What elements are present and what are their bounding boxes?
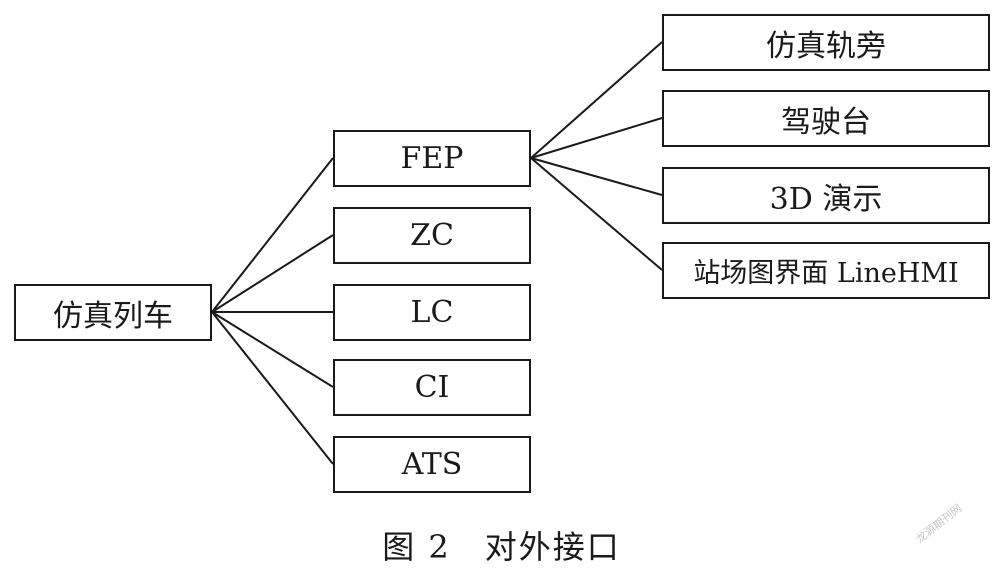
node-label: ATS: [401, 447, 463, 482]
node-simulated-train: 仿真列车: [14, 284, 212, 341]
node-label: 3D 演示: [769, 181, 883, 217]
node-label: 仿真列车: [53, 298, 173, 334]
node-label: 仿真轨旁: [766, 28, 886, 64]
connector-root-ci: [211, 311, 334, 388]
node-driver-console: 驾驶台: [662, 90, 990, 147]
node-linehmi: 站场图界面 LineHMI: [662, 242, 990, 299]
node-label: 驾驶台: [781, 104, 871, 140]
connector-fep-sim-trackside: [530, 41, 663, 159]
connector-root-zc: [211, 234, 334, 313]
figure-number: 图 2: [382, 528, 451, 566]
figure-title: 对外接口: [484, 528, 621, 566]
node-lc: LC: [333, 284, 531, 341]
node-ci: CI: [333, 359, 531, 416]
connector-root-fep: [211, 157, 334, 313]
node-3d-demo: 3D 演示: [662, 167, 990, 224]
node-label: FEP: [400, 141, 464, 176]
connector-fep-3d-demo: [530, 157, 663, 196]
figure-caption: 图 2 对外接口: [0, 522, 993, 568]
node-label: ZC: [410, 218, 454, 253]
node-label: 站场图界面 LineHMI: [693, 258, 959, 289]
connector-root-ats: [211, 311, 334, 465]
node-ats: ATS: [333, 436, 531, 493]
node-zc: ZC: [333, 207, 531, 264]
node-fep: FEP: [333, 130, 531, 187]
connector-fep-driver-console: [530, 117, 663, 159]
node-label: CI: [414, 370, 450, 405]
node-label: LC: [410, 295, 454, 330]
connector-fep-linehmi: [530, 157, 663, 271]
node-sim-trackside: 仿真轨旁: [662, 14, 990, 71]
